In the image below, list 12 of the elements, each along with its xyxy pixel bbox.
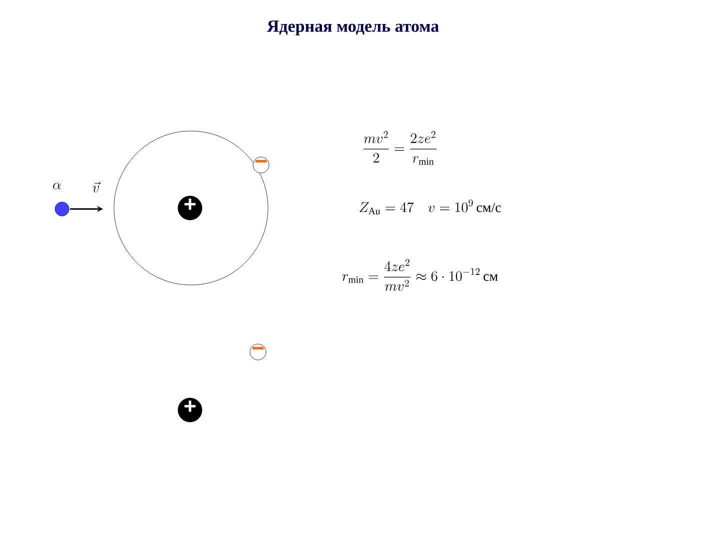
electron: − [252,156,270,174]
nucleus: + [178,398,202,422]
alpha-particle [54,202,70,216]
orbit-circle [114,130,268,286]
formula: $Z_{\mathrm{Au}}=47\quad v=10^{9}\,\mbox{см/с}$ [359,199,501,214]
formula: $r_{\min}=\frac{4 z e^{2}}{m v^{2}}\approx 6\cdot 10^{-12}\,\mbox{см}$ [342,259,498,291]
title: Ядерная модель атома [266,20,439,36]
formula: $\frac{m v^{2}}{2}=\frac{2 z e^{2}}{r_{\min}}$ [364,131,436,165]
electron: − [250,344,266,360]
symbol-label: $\vec{v}$ [92,182,101,192]
nucleus: + [178,196,202,220]
symbol-label: $\alpha$ [53,182,61,190]
